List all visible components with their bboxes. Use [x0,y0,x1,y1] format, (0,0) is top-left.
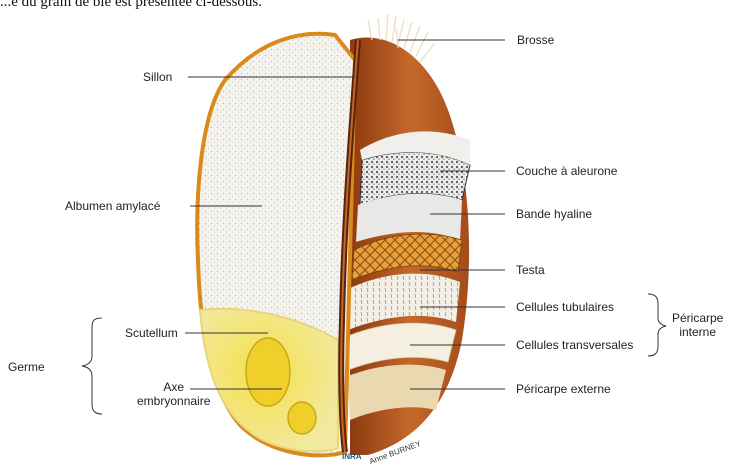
label-germe: Germe [8,360,45,374]
inra-logo-text: INRA [342,452,362,461]
embryo-tip [288,402,316,434]
label-scutellum: Scutellum [125,326,178,340]
label-axe-embryonnaire: Axe embryonnaire [137,380,210,408]
label-sillon: Sillon [143,70,172,84]
label-brosse: Brosse [517,33,554,47]
label-cellules-transversales: Cellules transversales [516,338,633,352]
label-couche-aleurone: Couche à aleurone [516,164,617,178]
label-testa: Testa [516,263,545,277]
label-pericarpe-interne: Péricarpe interne [672,311,723,339]
label-bande-hyaline: Bande hyaline [516,207,592,221]
label-pericarpe-externe: Péricarpe externe [516,382,611,396]
label-albumen: Albumen amylacé [65,199,160,213]
embryo-core [246,338,290,406]
label-cellules-tubulaires: Cellules tubulaires [516,300,614,314]
